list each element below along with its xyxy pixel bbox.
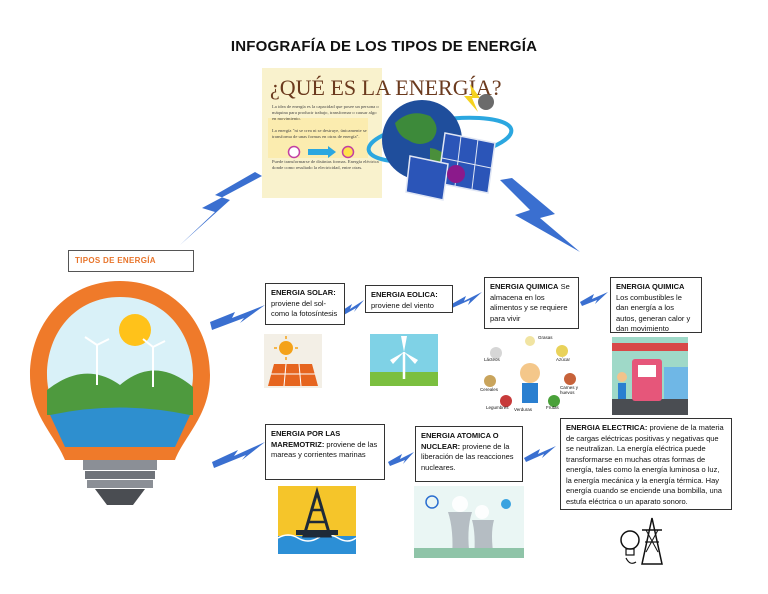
wind-turbine-icon [370, 334, 438, 386]
que-es-panel [262, 68, 490, 218]
bolt-top-left [180, 172, 262, 245]
lightbulb-icon [30, 281, 210, 505]
bolt-mareo-atomica [388, 452, 414, 466]
solar-heading: ENERGIA SOLAR: [271, 288, 336, 297]
food-label: Frutas [546, 405, 559, 410]
quimica-combustibles-heading: ENERGIA QUIMICA [616, 282, 685, 291]
tipos-label-box: TIPOS DE ENERGÍA [68, 250, 194, 272]
eolica-text: proviene del viento [371, 300, 434, 310]
bolt-atomica-electrica [524, 446, 556, 462]
solar-panel-icon [264, 334, 322, 388]
eolica-box: ENERGIA EOLICA: proviene del viento [365, 285, 453, 313]
que-es-heading: ¿QUÉ ES LA ENERGÍA? [270, 75, 502, 100]
quimica-alimentos-box: ENERGIA QUIMICA Se almacena en los alime… [484, 277, 579, 329]
food-label: Verduras [514, 407, 533, 412]
globe-solar-icon [366, 84, 514, 201]
que-es-icons [272, 145, 382, 159]
bolt-eolica-quimica [450, 292, 482, 308]
mareomotriz-heading: ENERGIA POR LAS MAREMOTRIZ: [271, 429, 341, 449]
que-es-p1: La idea de energía es la capacidad que p… [272, 104, 379, 122]
bolt-quimica-quimica [580, 292, 608, 306]
bolt-bulb-solar [210, 305, 265, 330]
mareomotriz-box: ENERGIA POR LAS MAREMOTRIZ: proviene de … [265, 424, 385, 480]
bulb-tower-icon [620, 517, 663, 565]
que-es-background [262, 68, 382, 198]
nuclear-plant-icon [414, 486, 524, 558]
food-label: Cereales [480, 387, 499, 392]
bolt-solar-eolica [340, 300, 364, 316]
atomica-text: proviene de la liberación de las reaccio… [421, 441, 514, 472]
quimica-alimentos-heading: ENERGIA QUIMICA [490, 282, 559, 291]
atomica-box: ENERGIA ATOMICA O NUCLEAR: proviene de l… [415, 426, 523, 482]
quimica-combustibles-box: ENERGIA QUIMICA Los combustibles le dan … [610, 277, 702, 333]
food-chart: Grasas Lácteos Azúcar Cereales Carnes y … [476, 333, 586, 412]
food-label: Legumbres [486, 405, 509, 410]
mareomotriz-text: proviene de las mareas y corrientes mari… [271, 439, 378, 460]
bolt-top-right [500, 178, 580, 252]
bolt-bulb-mareomotriz [212, 442, 265, 468]
arrow-icon [308, 148, 328, 155]
food-label: Grasas [538, 335, 553, 340]
solar-box: ENERGIA SOLAR: proviene del sol- como la… [265, 283, 345, 325]
electrica-heading: ENERGIA ELECTRICA: [566, 423, 648, 432]
bulb-small-icon [287, 145, 301, 159]
food-label: Azúcar [556, 357, 571, 362]
solar-text: proviene del sol- como la fotosíntesis [271, 298, 338, 319]
que-es-body: La idea de energía es la capacidad que p… [272, 104, 382, 176]
que-es-p2: La energía "ni se crea ni se destruye, ú… [272, 127, 367, 139]
atomica-heading: ENERGIA ATOMICA O NUCLEAR: [421, 431, 499, 451]
electrica-box: ENERGIA ELECTRICA: proviene de la materi… [560, 418, 732, 510]
quimica-combustibles-text: Los combustibles le dan energía a los au… [616, 292, 691, 334]
electrica-text: proviene de la materia de cargas eléctri… [566, 423, 724, 506]
eolica-heading: ENERGIA EOLICA: [371, 290, 438, 299]
tidal-platform-icon [277, 486, 357, 554]
food-label: Lácteos [484, 357, 500, 362]
quimica-alimentos-text: Se almacena en los alimentos y se requie… [490, 282, 570, 323]
que-es-p3: Puede transformarse de distintas formas.… [272, 158, 379, 171]
food-label: Carnes y huevos [560, 385, 579, 395]
page-title: INFOGRAFÍA DE LOS TIPOS DE ENERGÍA [230, 38, 538, 55]
bulb-lit-icon [341, 145, 355, 159]
gas-station-icon [612, 337, 688, 415]
tipos-label: TIPOS DE ENERGÍA [75, 256, 156, 265]
